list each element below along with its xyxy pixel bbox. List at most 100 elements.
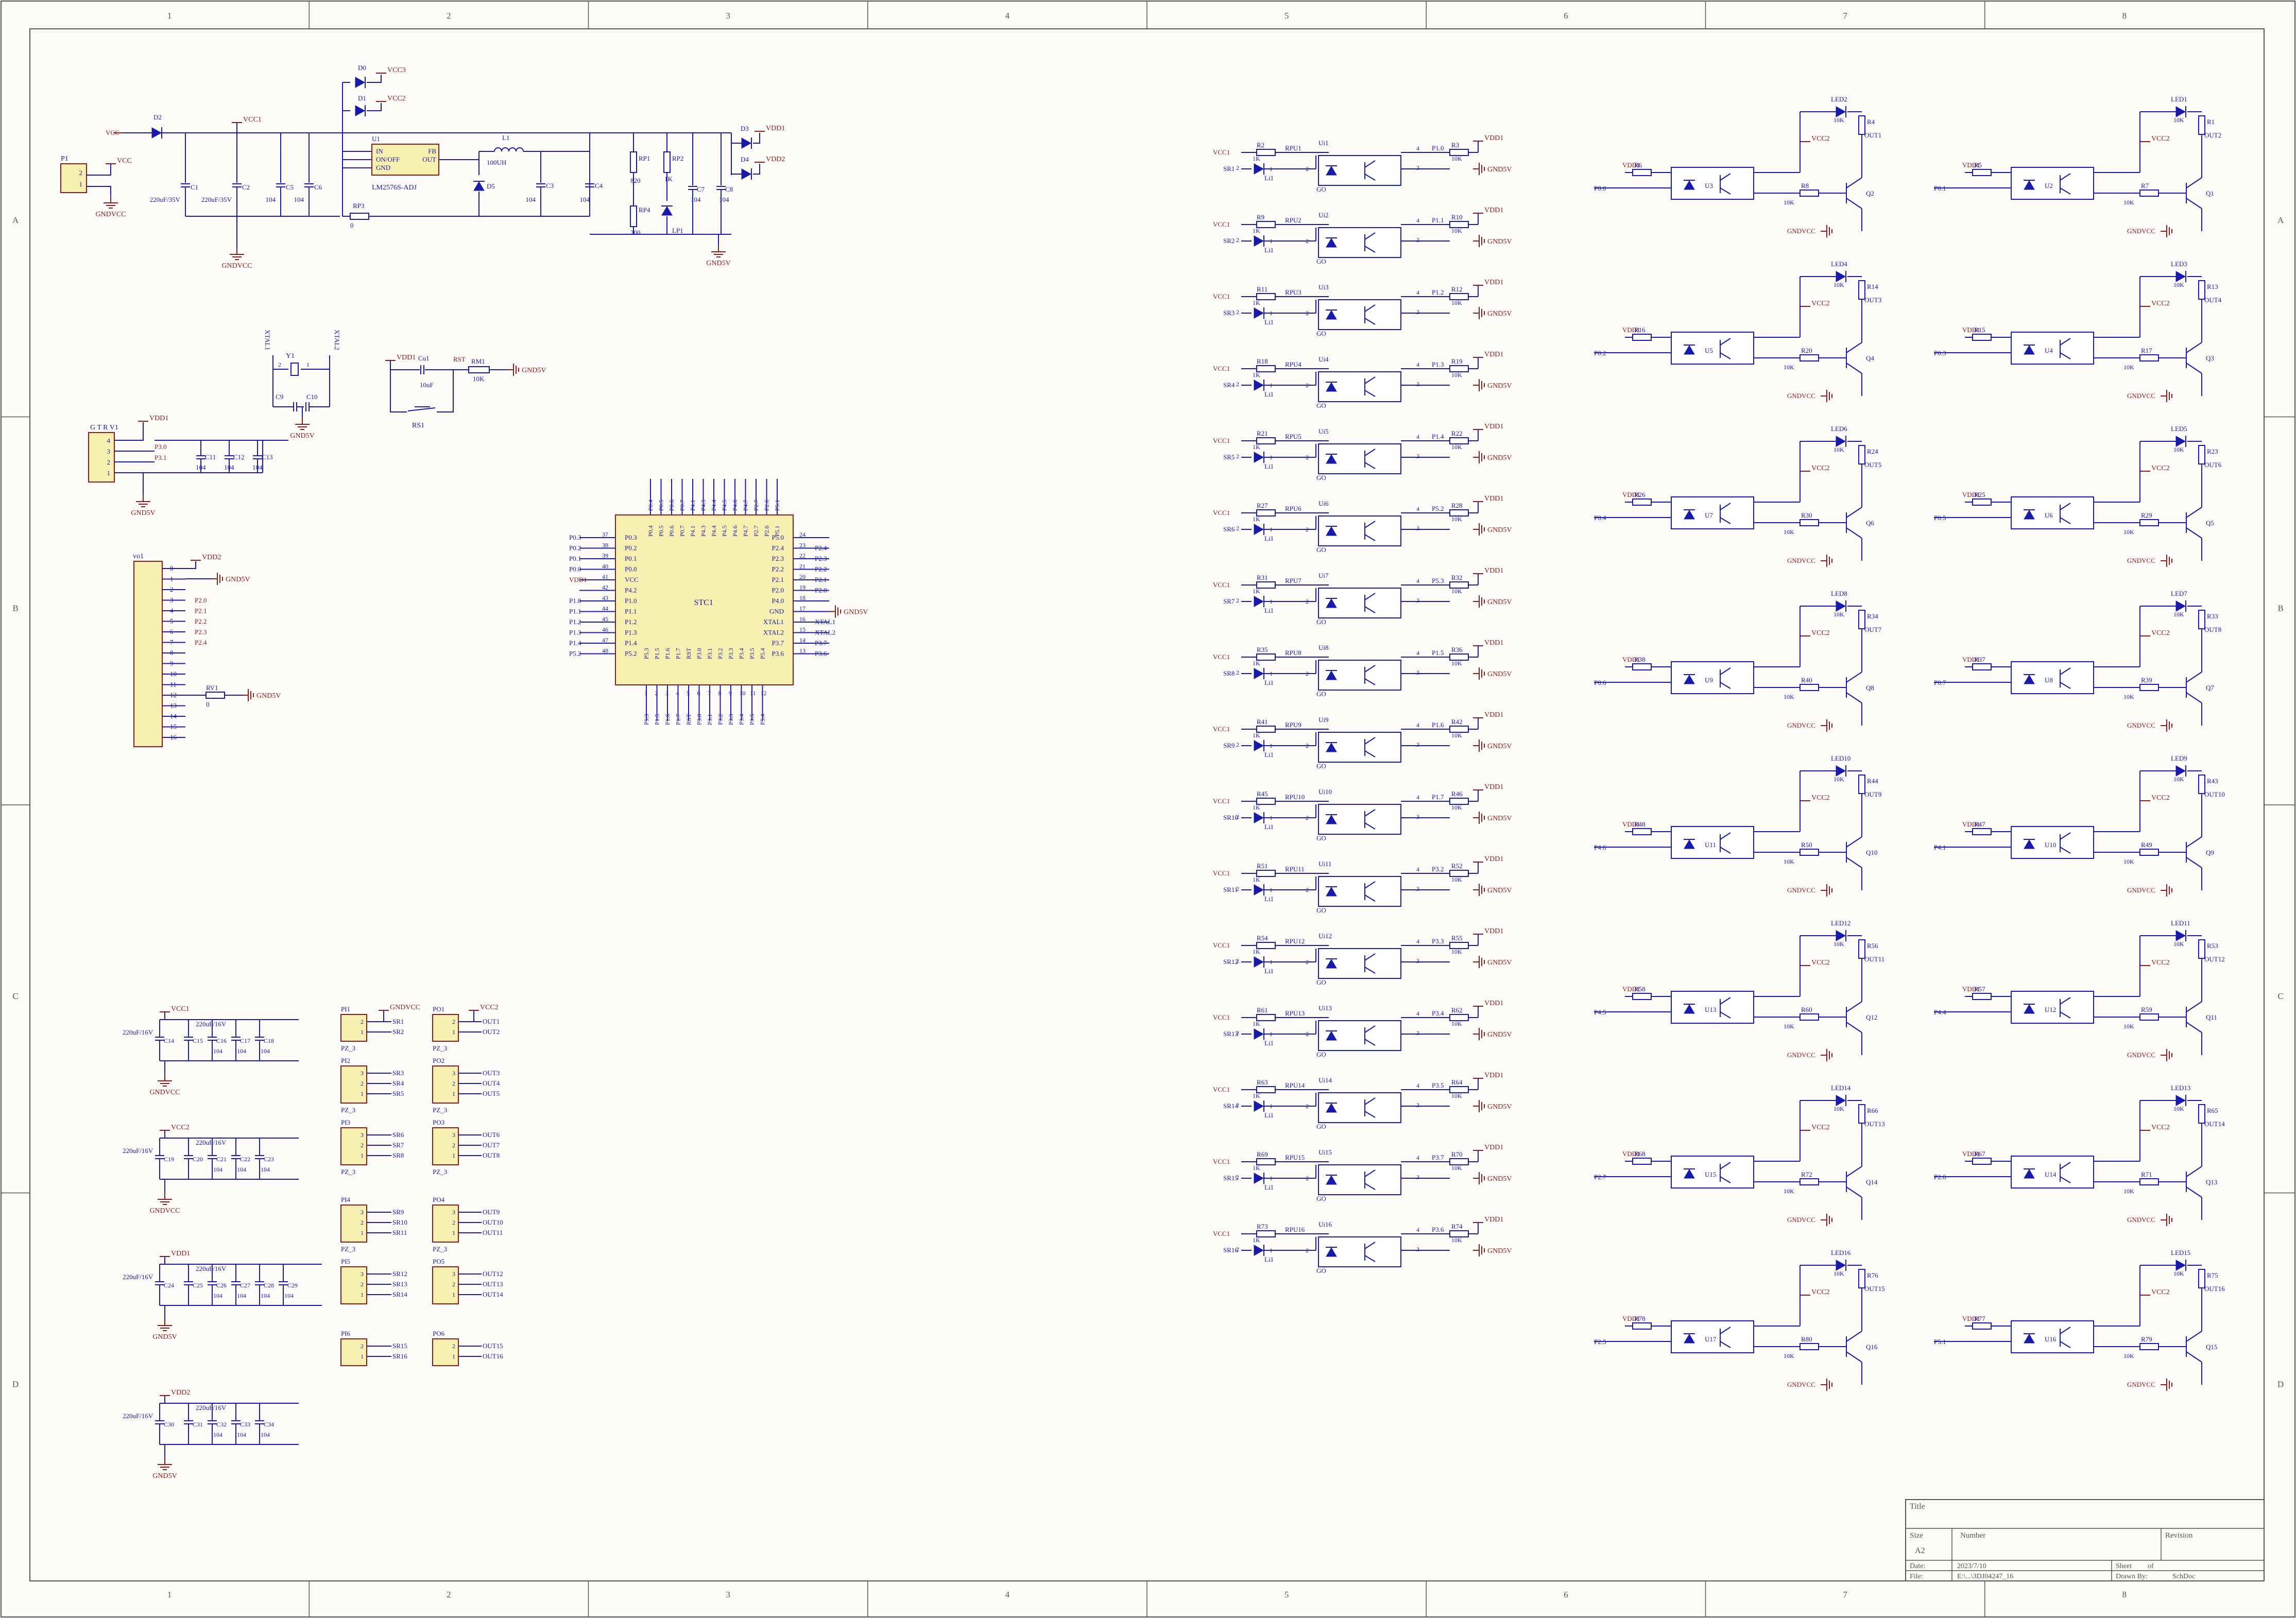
pin-num: 2 <box>1236 1029 1239 1037</box>
diode-body <box>2024 675 2035 684</box>
mcu-pin-name: GND <box>769 608 784 615</box>
mcu-pin-num: 47 <box>602 636 608 644</box>
cap-ref: C15 <box>193 1037 203 1044</box>
cap-ref: C32 <box>216 1421 227 1428</box>
power-port: VDD1 <box>1473 1072 1503 1079</box>
resistor-value: 10K <box>2173 1270 2184 1277</box>
resistor <box>1632 1322 1652 1330</box>
power-port: VDD1 <box>1473 279 1503 286</box>
pin-num: 2 <box>1236 308 1239 316</box>
opto-ref: Ui9 <box>1318 716 1329 724</box>
power-label: VDD1 <box>1484 639 1503 647</box>
net-label: P3.4 <box>738 714 745 725</box>
net-label: SR15 <box>392 1342 407 1350</box>
cap-value: 104 <box>213 1292 222 1299</box>
opto-led <box>1326 526 1337 536</box>
footprint-label: PZ_3 <box>433 1106 447 1114</box>
pin-num: 2 <box>1236 885 1239 892</box>
pin-num: 3 <box>1416 669 1419 676</box>
p1-pin: 2 <box>79 169 83 177</box>
net-label: P1.4 <box>569 639 581 647</box>
net-label: SR10 <box>392 1218 407 1226</box>
input-led <box>1254 1100 1264 1112</box>
resistor-ref: R1 <box>2207 118 2215 126</box>
connector-p1 <box>60 163 87 193</box>
opto-led <box>1684 1004 1695 1014</box>
resistor-value: 1K <box>1253 876 1260 883</box>
net-label: P0.1 <box>569 555 581 562</box>
input-channel: VCC1R311KRPU7SR72Li112Ui7GO43R3210KP5.3V… <box>1213 567 1512 626</box>
input-channel: VCC1R451KRPU10SR102Li112Ui10GO43R4610KP1… <box>1213 783 1512 842</box>
wire <box>1364 822 1376 830</box>
u1-pin: GND <box>376 164 390 171</box>
wire <box>1364 232 1376 240</box>
pi-connector <box>340 1014 367 1042</box>
mcu-pin-name-inner: P3.0 <box>696 648 703 659</box>
diode-body <box>2024 1334 2035 1344</box>
power-port: VCC3 <box>376 66 406 74</box>
status-led <box>2175 106 2186 117</box>
resistor-ref: R37 <box>1974 656 1985 663</box>
power-port: VCC2 <box>1800 959 1830 967</box>
mcu-pin-name: P2.3 <box>772 555 784 562</box>
mcu-pin-name: P3.6 <box>772 650 784 658</box>
opto-ref: U11 <box>1705 841 1716 849</box>
mcu-pin-num: 1 <box>644 690 647 697</box>
cap-ref: C11 <box>205 453 216 461</box>
ground-label: GND5V <box>1487 526 1512 534</box>
resistor-value: 10K <box>1834 776 1844 783</box>
diode-body <box>1326 526 1337 536</box>
input-led <box>1254 1028 1264 1040</box>
opto-ref: Ui3 <box>1318 283 1329 291</box>
pin-num: 2 <box>1306 1247 1309 1254</box>
wire <box>2060 1327 2071 1334</box>
diode-body <box>1684 675 1695 684</box>
wire <box>367 103 382 111</box>
ground-symbol: GNDVCC <box>221 247 252 270</box>
capacitor <box>208 1420 217 1424</box>
pin-num: 2 <box>1306 237 1309 245</box>
resistor-ref: R56 <box>1867 942 1878 950</box>
wire <box>1720 173 1731 181</box>
resistor-value: 10K <box>2173 940 2184 948</box>
ground-label: GNDVCC <box>2127 886 2155 894</box>
mcu-pin-name: P0.2 <box>625 544 637 552</box>
cap-value: 104 <box>237 1166 246 1173</box>
led-ref: LED4 <box>1831 260 1847 268</box>
mcu-pin-num: 24 <box>799 531 806 538</box>
resistor-ref: R50 <box>1801 841 1812 849</box>
resistor-ref: R15 <box>1974 326 1985 334</box>
net-label: P1.0 <box>1432 144 1444 152</box>
input-led <box>1254 740 1264 751</box>
capacitor <box>208 1281 217 1285</box>
ground-symbol: GND5V <box>1473 595 1512 608</box>
mcu-pin-name: P2.1 <box>772 576 784 583</box>
diode-d5 <box>473 181 485 191</box>
input-channel: VCC1R611KRPU13SR132Li112Ui13GO43R6210KP3… <box>1213 1000 1512 1058</box>
opto-ref: U5 <box>1705 347 1713 354</box>
diode-body <box>151 127 162 139</box>
inductor-coil <box>516 147 524 152</box>
net-label: P2.0 <box>195 596 207 604</box>
pin-num: 1 <box>361 1353 364 1360</box>
connector-ref: PI2 <box>341 1057 350 1064</box>
cap-value: 220uF/16V <box>196 1139 227 1146</box>
sr-label: SR13 <box>1223 1030 1238 1038</box>
d4-ref: D4 <box>741 156 749 163</box>
opto-ref: Ui15 <box>1318 1148 1332 1156</box>
status-led <box>1836 765 1846 777</box>
capacitor <box>255 1037 264 1041</box>
pin-num: 2 <box>452 1342 455 1350</box>
resistor-ref: R18 <box>1257 357 1268 365</box>
led-ref: Li1 <box>1264 174 1274 182</box>
resistor-ref: R41 <box>1257 718 1268 726</box>
pin-num: 2 <box>1306 1175 1309 1182</box>
wire <box>1846 1166 1862 1177</box>
out-label: OUT11 <box>1864 955 1884 963</box>
resistor-ref: R63 <box>1257 1078 1268 1086</box>
pin-num: 3 <box>361 1270 364 1278</box>
ground-label: GNDVCC <box>2127 1216 2155 1224</box>
capacitor <box>155 1037 164 1041</box>
resistor-ref: R40 <box>1801 676 1812 684</box>
opto-ref: U6 <box>2045 511 2053 519</box>
